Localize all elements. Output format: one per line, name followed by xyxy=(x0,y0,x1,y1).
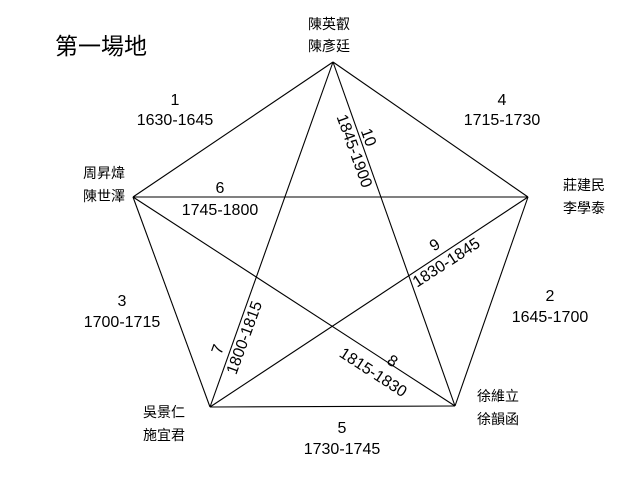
player-name: 陳英叡 xyxy=(308,16,350,33)
match-10: 10 1845-1900 xyxy=(333,112,379,190)
match-number: 4 xyxy=(498,92,507,109)
edge-7 xyxy=(209,61,334,408)
vertex-right: 莊建民 李學泰 xyxy=(563,178,605,217)
match-number: 7 xyxy=(209,342,228,356)
match-number: 1 xyxy=(171,92,180,109)
edge-4 xyxy=(332,61,529,198)
player-name: 吳景仁 xyxy=(143,405,185,421)
match-time: 1645-1700 xyxy=(512,309,589,326)
player-name: 陳世澤 xyxy=(83,189,125,205)
match-time: 1715-1730 xyxy=(464,112,541,129)
match-number: 5 xyxy=(338,420,347,437)
match-7: 7 1800-1815 xyxy=(209,299,266,377)
match-time: 1745-1800 xyxy=(182,202,259,219)
vertex-bottom-left: 吳景仁 施宜君 xyxy=(143,405,185,444)
match-time: 1700-1715 xyxy=(84,314,161,331)
edge-5 xyxy=(209,405,456,408)
match-8: 8 1815-1830 xyxy=(336,345,410,401)
edge-9 xyxy=(209,196,529,408)
match-number: 3 xyxy=(118,293,127,310)
match-time: 1830-1845 xyxy=(410,235,484,291)
vertex-bottom-right: 徐維立 徐韻函 xyxy=(477,389,519,428)
diagram-title: 第一場地 xyxy=(55,34,147,60)
edges xyxy=(132,61,529,408)
match-number: 9 xyxy=(427,236,444,255)
player-name: 施宜君 xyxy=(143,428,185,444)
match-3: 3 1700-1715 xyxy=(84,293,161,331)
edge-8 xyxy=(132,196,456,407)
match-number: 2 xyxy=(546,288,555,305)
vertex-left: 周昇煒 陳世澤 xyxy=(83,166,125,205)
match-time: 1800-1815 xyxy=(224,299,266,377)
match-6: 6 1745-1800 xyxy=(182,180,259,219)
player-name: 李學泰 xyxy=(563,201,605,217)
match-time: 1815-1830 xyxy=(336,345,410,401)
match-number: 10 xyxy=(357,126,379,149)
edge-10 xyxy=(332,61,456,407)
edge-3 xyxy=(132,196,211,408)
edge-1 xyxy=(132,61,334,198)
player-name: 徐韻函 xyxy=(477,412,519,428)
match-number: 6 xyxy=(216,180,225,197)
match-time: 1630-1645 xyxy=(137,112,214,129)
player-name: 陳彥廷 xyxy=(308,38,350,55)
player-name: 莊建民 xyxy=(563,178,605,194)
edge-2 xyxy=(454,196,529,407)
match-time: 1845-1900 xyxy=(333,112,375,190)
match-time: 1730-1745 xyxy=(304,441,381,458)
match-2: 2 1645-1700 xyxy=(512,288,589,326)
player-name: 周昇煒 xyxy=(83,166,125,182)
match-5: 5 1730-1745 xyxy=(304,420,381,458)
vertex-top: 陳英叡 陳彥廷 xyxy=(308,16,350,55)
match-1: 1 1630-1645 xyxy=(137,92,214,129)
match-4: 4 1715-1730 xyxy=(464,92,541,129)
player-name: 徐維立 xyxy=(477,389,519,405)
